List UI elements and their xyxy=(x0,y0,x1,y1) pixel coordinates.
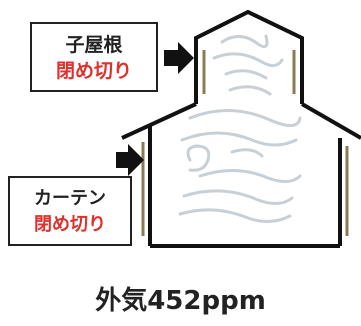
roof-vent-label: 子屋根 xyxy=(65,34,123,56)
airflow-line xyxy=(188,109,302,127)
curtain-label: カーテン xyxy=(34,188,106,209)
airflow-line xyxy=(220,34,269,49)
arrow-right-icon xyxy=(116,144,144,176)
main-roof-left xyxy=(121,102,197,140)
airflow-line xyxy=(186,144,211,172)
closed-panels xyxy=(141,50,349,236)
airflow-swirls xyxy=(178,34,302,223)
arrow-right-icon xyxy=(164,42,194,74)
airflow-line xyxy=(212,52,284,67)
airflow-line xyxy=(182,189,294,205)
curtain-status: 閉め切り xyxy=(34,214,106,235)
airflow-line xyxy=(228,85,272,96)
airflow-line xyxy=(198,168,302,183)
airflow-line xyxy=(178,208,292,223)
airflow-line xyxy=(230,148,264,158)
arrows xyxy=(116,42,194,176)
roof-vent-label-box: 子屋根 閉め切り xyxy=(30,22,158,92)
outside-co2-caption: 外気452ppm xyxy=(95,286,266,316)
greenhouse-structure xyxy=(121,9,361,248)
roof-vent-status: 閉め切り xyxy=(55,60,132,82)
curtain-label-box: カーテン 閉め切り xyxy=(8,176,132,246)
roof-vent-outline xyxy=(194,9,304,104)
main-roof-right xyxy=(301,102,361,140)
airflow-line xyxy=(180,131,298,147)
airflow-line xyxy=(224,69,268,80)
